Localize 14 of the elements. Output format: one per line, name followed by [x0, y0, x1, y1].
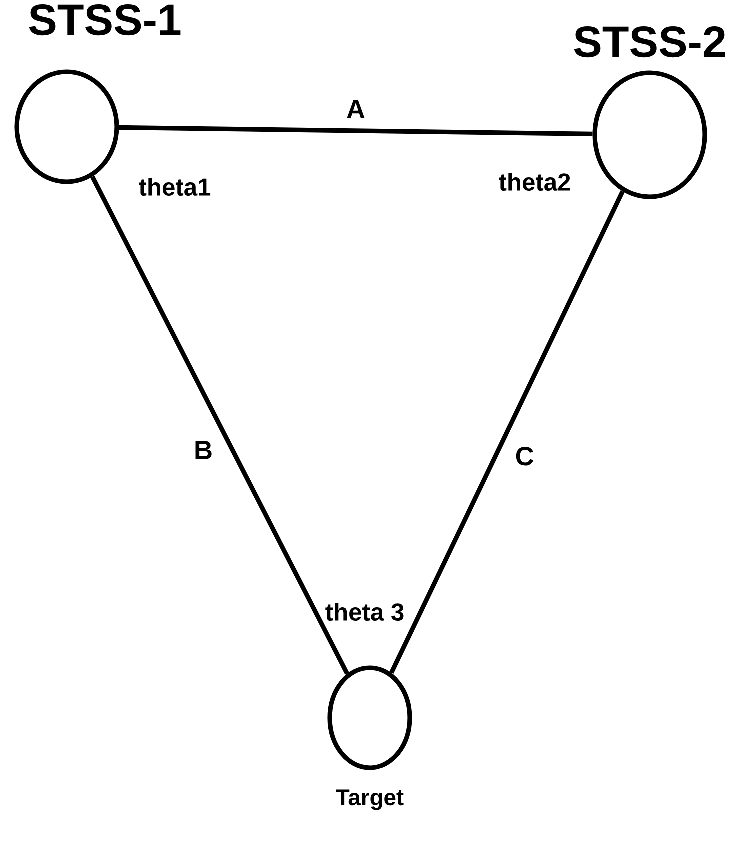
node-label: STSS-1	[29, 4, 181, 36]
connector-line	[119, 125, 593, 136]
edge-label: A	[347, 100, 365, 118]
connector-line	[390, 190, 625, 674]
edge-label: C	[516, 447, 534, 466]
circle-node: STSS-2	[574, 26, 726, 200]
angle-label: theta2	[499, 172, 570, 192]
connector-line	[90, 176, 350, 675]
edge-label: B	[196, 441, 212, 460]
node-label: Target	[336, 790, 404, 810]
angle-label: theta1	[139, 178, 211, 196]
node-label: STSS-2	[574, 26, 726, 58]
angle-label: theta 3	[326, 602, 404, 622]
circle-node: Target	[328, 666, 412, 810]
